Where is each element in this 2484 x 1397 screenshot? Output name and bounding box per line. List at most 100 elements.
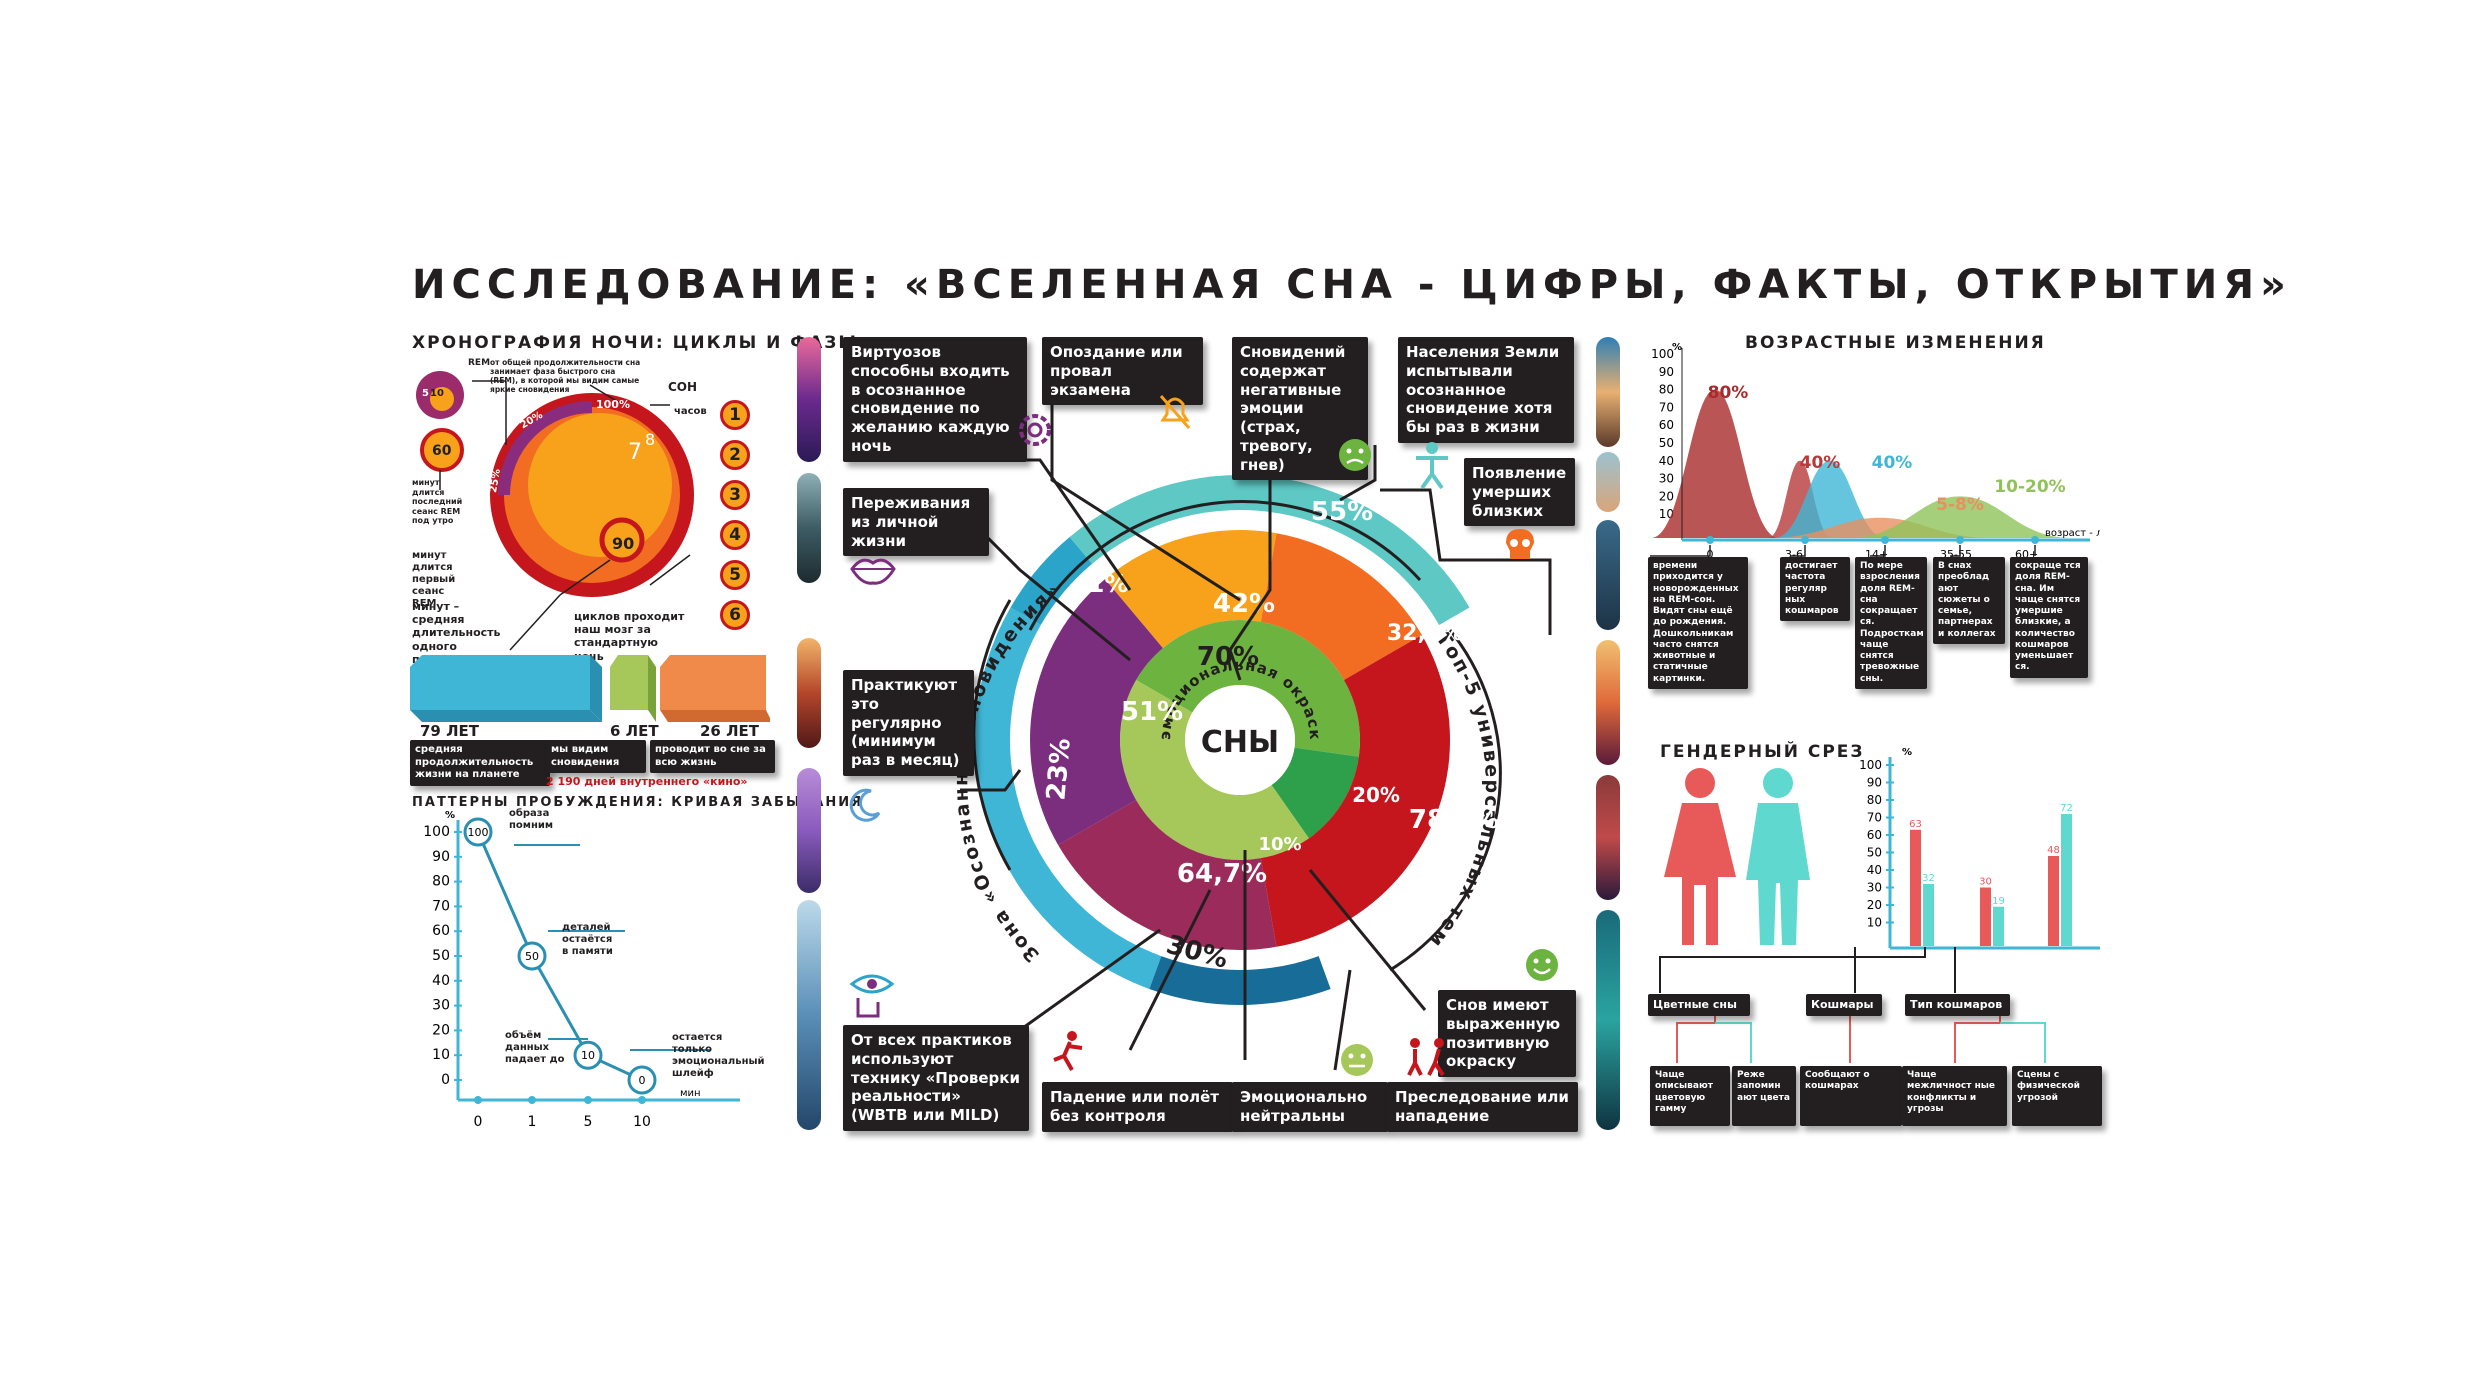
hours-8: 8 [645,430,656,449]
label-negative: Сновидений содержат негативные эмоции (с… [1232,337,1368,481]
seg-51 [1030,579,1163,845]
forget-ytick: 60 [432,923,450,939]
image-strip [1596,910,1620,1130]
bar-dreams [610,655,648,710]
forget-ytick: 90 [432,849,450,865]
ghost-person-icon [1416,442,1448,490]
pct-32: 32,2% [1387,621,1463,646]
age-xlabel: возраст - лет [2045,528,2100,539]
gender-ytick: 50 [1867,846,1882,860]
seg-30 [1149,956,1331,1005]
forget-xtick: 0 [474,1114,483,1130]
image-strip [1596,775,1620,900]
falling-person-icon [1053,1031,1083,1071]
bar-life [410,655,590,710]
pct-42: 42% [1213,589,1275,619]
pct-70: 70% [1197,642,1259,672]
hours-label: часов [674,406,707,417]
forget-point-label: 0 [639,1074,646,1087]
age-peak-label: 40% [1800,453,1841,473]
label-personal: Переживания из личной жизни [843,488,989,557]
forget-ytick: 0 [441,1072,450,1088]
pct-20: 20% [1352,783,1400,807]
gender-bar [1910,829,1921,946]
age-ytick: 70 [1659,400,1674,414]
seg-10 [1120,680,1309,860]
forget-xtick: 5 [584,1114,593,1130]
forget-note-4: остается только эмоциональный шлейф [672,1032,765,1079]
gender-sub-1: Реже запомин ают цвета [1732,1066,1796,1126]
label-chase: Преследование или нападение [1387,1082,1578,1132]
ordinal-2: 2 [720,440,750,470]
gender-bar-label: 48 [2047,845,2060,856]
gender-tree [1659,947,2046,1063]
image-strip [797,337,821,462]
label-deceased: Появление умерших близких [1464,458,1575,527]
forget-xtick: 1 [528,1114,537,1130]
bar-dreams-label: 6 ЛЕТ [610,722,659,740]
core-circle [1185,685,1295,795]
gender-bar [1923,884,1934,946]
pct-64: 64,7% [1177,859,1267,889]
forget-xunit: мин [680,1088,701,1099]
gender-cat-0: Цветные сны [1648,994,1750,1016]
gender-ytick: 70 [1867,811,1882,825]
gender-bar [1980,887,1991,946]
age-ytick: 60 [1659,418,1674,432]
seg-1 [1010,536,1093,625]
label-late: Опоздание или провал экзамена [1042,337,1203,406]
forget-note-2: деталей остаётся в памяти [562,922,613,957]
note-first-rem: минут длится первый сеанс REM [412,550,456,609]
forget-ylabel: % [445,810,455,821]
eye-hand-icon [849,974,895,1018]
age-area [1651,389,1779,538]
gender-ytick: 100 [1859,758,1882,772]
seg-784 [1260,635,1450,947]
forget-note-1: образа помним [509,808,554,831]
forget-point [573,1040,603,1070]
rem-note: от общей продолжительности сна занимает … [490,358,641,394]
forget-ytick: 100 [423,824,450,840]
pct-51: 51% [1121,697,1183,727]
image-strip [797,768,821,893]
gender-ytick: 60 [1867,828,1882,842]
age-ytick: 20 [1659,489,1674,503]
bell-off-icon [1159,395,1191,429]
age-leader [1870,545,1886,557]
gender-ytick: 90 [1867,776,1882,790]
forget-ytick: 70 [432,898,450,914]
age-leader [1950,545,1961,557]
ordinal-5: 5 [720,560,750,590]
skull-icon [1506,529,1534,559]
rem-label: REM [468,358,491,368]
age-peak-label: 5-8% [1936,495,1984,515]
gender-sub-4: Сцены с физической угрозой [2012,1066,2102,1126]
core-label: СНЫ [1201,725,1279,760]
age-note-0: времени приходится у новорожденных на RE… [1648,557,1748,689]
age-leader [1790,545,1806,557]
image-strip [797,473,821,583]
forget-ytick: 80 [432,874,450,890]
age-area [1848,496,2072,538]
note-last-rem: минут длится последний сеанс REM под утр… [412,478,463,526]
age-ytick: 100 [1651,347,1674,361]
age-ytick: 50 [1659,436,1674,450]
seg-647 [1058,800,1277,950]
chrono-title: ХРОНОГРАФИЯ НОЧИ: ЦИКЛЫ И ФАЗЫ [412,333,859,353]
forget-ytick: 40 [432,973,450,989]
age-peak-label: 80% [1708,383,1749,403]
gender-bar [2061,814,2072,946]
pct-55: 55% [1311,497,1373,527]
age-xtick-dot [1706,536,1714,544]
forget-ytick: 30 [432,998,450,1014]
label-falling: Падение или полёт без контроля [1042,1082,1233,1132]
male-figure-icon [1746,768,1810,945]
age-note-1: достигает частота регуляр ных кошмаров [1780,557,1850,622]
gender-ytick: 80 [1867,793,1882,807]
bar-sleep-label: 26 ЛЕТ [700,722,760,740]
guide-arc [1389,629,1502,972]
page-title: ИССЛЕДОВАНИЕ: «ВСЕЛЕННАЯ СНА - ЦИФРЫ, ФА… [412,262,2292,308]
seg-322 [1260,533,1422,680]
age-xtick-dot [1956,536,1964,544]
